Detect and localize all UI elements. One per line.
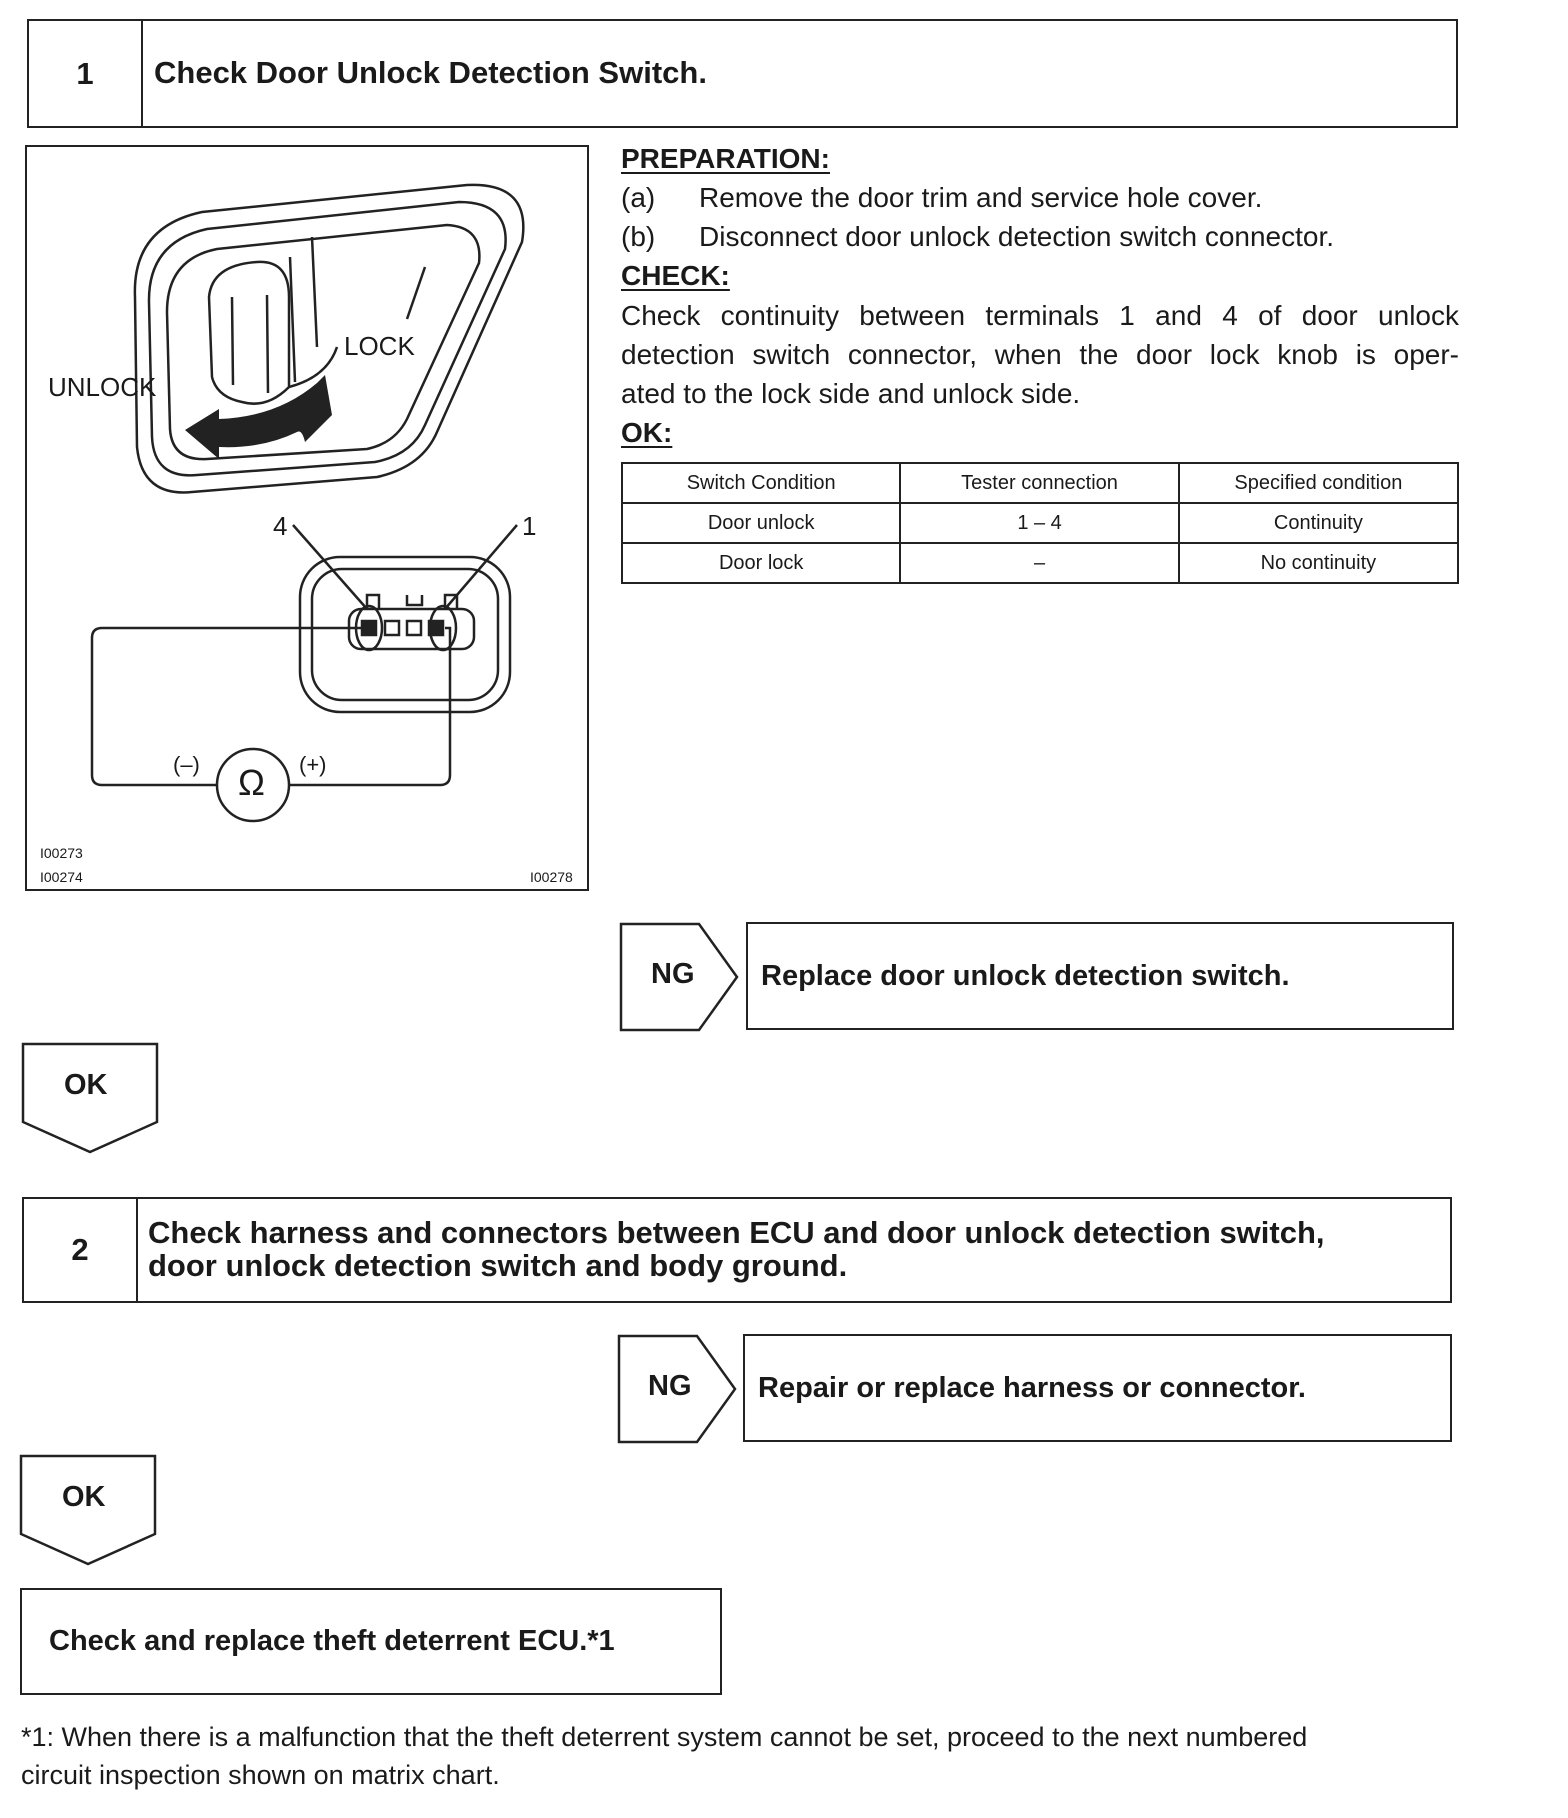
meter-negative-label: (–) [173, 752, 200, 777]
table-cell: – [899, 542, 1180, 584]
check-text-line: ated to the lock side and unlock side. [621, 378, 1081, 409]
table-header-row: Switch Condition Tester connection Speci… [620, 462, 1460, 504]
table-cell: No continuity [1177, 542, 1460, 584]
ng-result-box: Repair or replace harness or connector. [743, 1334, 1452, 1442]
step-title-line: Check harness and connectors between ECU… [148, 1215, 1325, 1251]
table-header-cell: Tester connection [899, 462, 1180, 504]
final-action-box: Check and replace theft deterrent ECU.*1 [20, 1588, 722, 1695]
ok-arrow-box [19, 1454, 157, 1566]
terminal-1-label: 1 [522, 511, 537, 541]
ng-result-box: Replace door unlock detection switch. [746, 922, 1454, 1030]
step-title: Check harness and connectors between ECU… [148, 1199, 1325, 1301]
lock-direction-arrow [185, 375, 332, 459]
step-title: Check Door Unlock Detection Switch. [154, 55, 707, 91]
ok-spec-table: Switch Condition Tester connection Speci… [620, 462, 1460, 584]
table-cell: 1 – 4 [899, 502, 1180, 544]
figure-id: I00274 [40, 869, 83, 885]
ng-arrow-box [619, 922, 739, 1032]
terminal-4-label: 4 [273, 511, 288, 541]
inspection-figure: UNLOCK LOCK 4 1 (–) (+) Ω I00273 I00274 … [25, 145, 589, 891]
step-2-header: 2 Check harness and connectors between E… [22, 1197, 1452, 1303]
step-number: 1 [29, 21, 143, 126]
ng-result-text: Repair or replace harness or connector. [758, 1371, 1306, 1404]
meter-positive-label: (+) [299, 752, 327, 777]
lock-label: LOCK [344, 331, 415, 361]
table-row: Door lock – No continuity [620, 542, 1460, 584]
final-action-text: Check and replace theft deterrent ECU.*1 [49, 1625, 615, 1657]
preparation-item-text: Remove the door trim and service hole co… [699, 182, 1263, 213]
table-cell: Door lock [620, 542, 902, 584]
preparation-item-text: Disconnect door unlock detection switch … [699, 221, 1335, 252]
check-text-line: detection switch connector, when the doo… [621, 339, 1459, 370]
preparation-heading: PREPARATION: [621, 143, 830, 174]
footnote-line: *1: When there is a malfunction that the… [21, 1722, 1308, 1752]
ng-label: NG [651, 958, 695, 990]
preparation-item-marker: (b) [621, 221, 656, 252]
figure-id: I00278 [530, 869, 573, 885]
door-handle-and-connector-diagram [90, 183, 525, 823]
check-heading: CHECK: [621, 260, 730, 291]
ohmmeter-symbol: Ω [238, 762, 265, 803]
table-header-cell: Switch Condition [620, 462, 902, 504]
table-header-cell: Specified condition [1177, 462, 1460, 504]
figure-id: I00273 [40, 845, 83, 861]
ng-result-text: Replace door unlock detection switch. [761, 959, 1290, 992]
ok-arrow-box [21, 1042, 159, 1154]
footnote-line: circuit inspection shown on matrix chart… [21, 1760, 500, 1790]
unlock-label: UNLOCK [48, 372, 157, 402]
table-cell: Continuity [1177, 502, 1460, 544]
ok-label: OK [64, 1069, 108, 1101]
check-text-line: Check continuity between terminals 1 and… [621, 300, 1459, 331]
step-title-line: door unlock detection switch and body gr… [148, 1248, 848, 1283]
preparation-item-marker: (a) [621, 182, 656, 213]
ok-spec-heading: OK: [621, 417, 673, 448]
ok-label: OK [62, 1481, 106, 1513]
ng-arrow-box [617, 1334, 737, 1444]
table-row: Door unlock 1 – 4 Continuity [620, 502, 1460, 544]
table-cell: Door unlock [620, 502, 902, 544]
ng-label: NG [648, 1370, 692, 1402]
step-number: 2 [24, 1199, 138, 1301]
step-1-header: 1 Check Door Unlock Detection Switch. [27, 19, 1458, 128]
